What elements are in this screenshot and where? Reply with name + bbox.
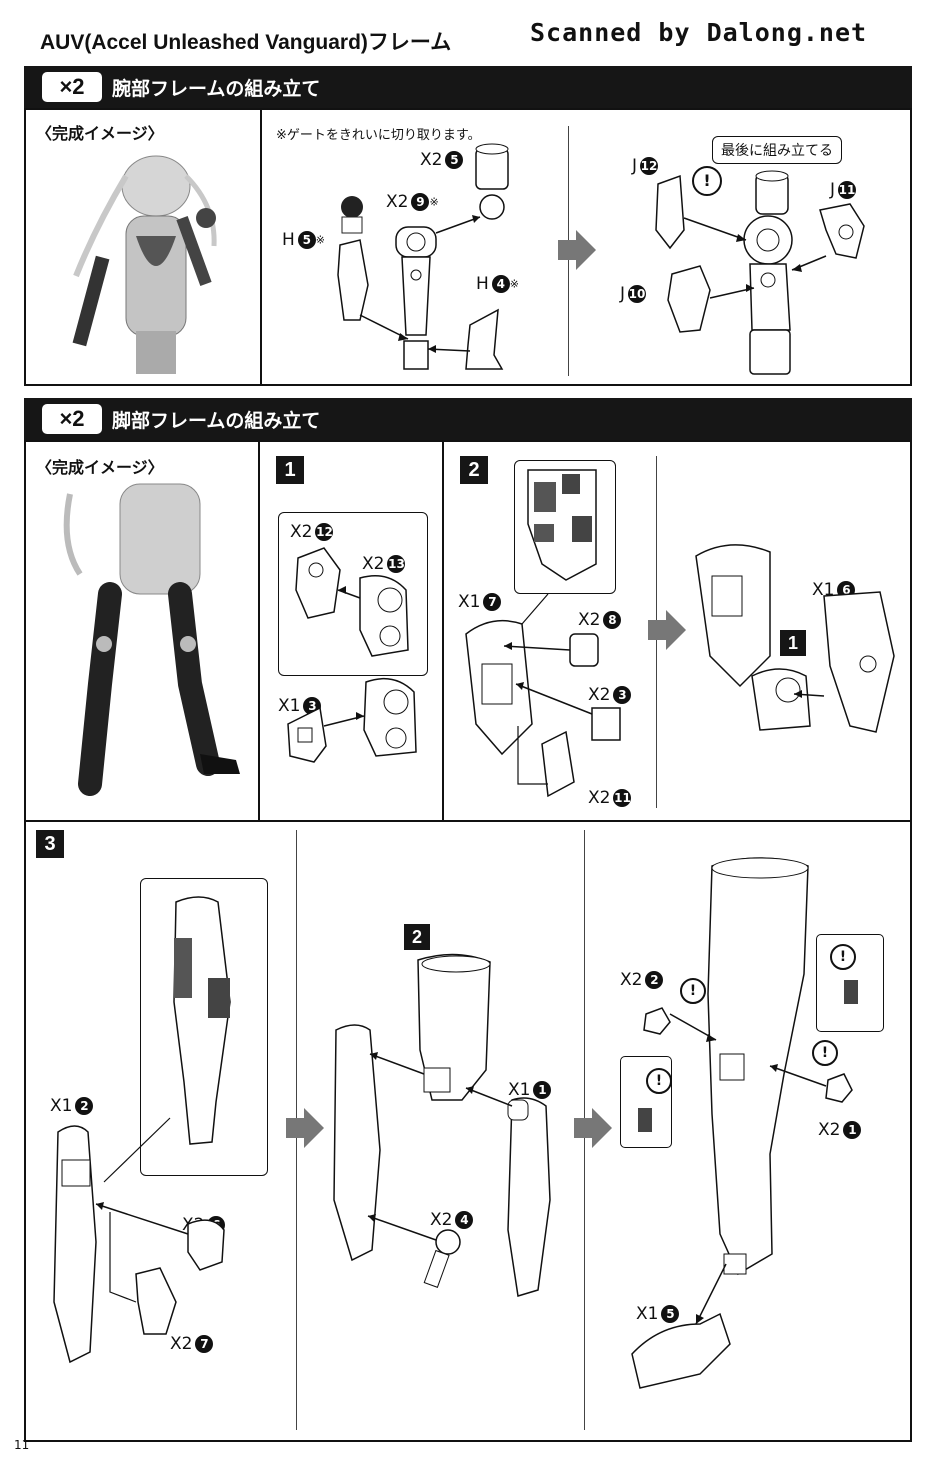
arm-section-panel — [24, 108, 912, 386]
step-1-badge: 1 — [276, 456, 304, 484]
step-3-badge: 3 — [36, 830, 64, 858]
step3-arrow-1 — [286, 1108, 324, 1148]
step2-result-parts — [695, 544, 895, 733]
last-assemble-callout: 最後に組み立てる — [712, 136, 842, 164]
step3-ref-badge: 2 — [404, 924, 430, 950]
page-title: AUV(Accel Unleashed Vanguard)フレーム — [40, 31, 452, 54]
leg-completed-caption: 〈完成イメージ〉 — [36, 458, 164, 477]
arm-step2-parts — [655, 170, 865, 375]
leg-multiplier-badge: ×2 — [42, 404, 102, 434]
arm-divider-1 — [260, 108, 262, 386]
step3-arrow-2 — [574, 1108, 612, 1148]
warning-icon-detail-right: ! — [830, 944, 856, 970]
leg-divider-row — [24, 820, 912, 822]
step2-next-arrow — [648, 610, 686, 650]
step2-parts — [465, 469, 621, 798]
arm-multiplier-badge: ×2 — [42, 72, 102, 102]
step2-sub-frame — [514, 460, 616, 594]
leg-section-header: ×2 脚部フレームの組み立て — [24, 398, 912, 440]
step2-ref-badge: 1 — [780, 630, 806, 656]
step1-parts — [287, 547, 417, 763]
step3-left-parts — [53, 896, 231, 1364]
arm-next-step-arrow — [558, 230, 596, 270]
page-number: 11 — [14, 1438, 30, 1452]
leg-section-heading: 脚部フレームの組み立て — [112, 410, 321, 432]
gate-note: ※ゲートをきれいに切り取ります。 — [276, 128, 481, 143]
arm-completed-figure — [72, 155, 217, 374]
warning-icon-detail-left: ! — [646, 1068, 672, 1094]
warning-icon: ! — [692, 166, 722, 196]
leg-divider-b — [442, 440, 444, 820]
arm-section-heading: 腕部フレームの組み立て — [112, 78, 321, 100]
step3-sub-frame — [140, 878, 268, 1176]
warning-icon-x2-1: ! — [812, 1040, 838, 1066]
leg-section-panel — [24, 440, 912, 1442]
scan-credit: Scanned by Dalong.net — [530, 18, 868, 47]
step3-right-parts — [631, 857, 858, 1389]
step-2-badge: 2 — [460, 456, 488, 484]
arm-section-header: ×2 腕部フレームの組み立て — [24, 66, 912, 108]
warning-detail-box-left — [620, 1056, 672, 1148]
arm-step1-parts — [337, 143, 509, 370]
warning-icon-x2-2: ! — [680, 978, 706, 1004]
arm-completed-caption: 〈完成イメージ〉 — [36, 124, 164, 143]
leg-completed-figure — [63, 483, 240, 796]
step1-sub-frame — [278, 512, 428, 676]
warning-detail-box-right — [816, 934, 884, 1032]
leg-divider-a — [258, 440, 260, 820]
step3-middle-parts — [333, 953, 551, 1297]
